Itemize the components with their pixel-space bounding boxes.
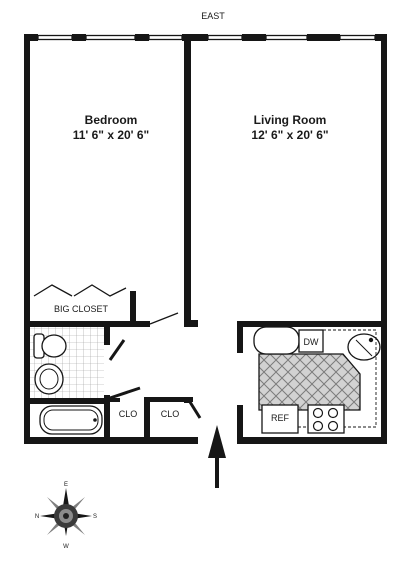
entrance-arrow-icon [208,425,226,488]
refrigerator [261,404,299,434]
toilet-icon [33,333,67,359]
sink-icon [34,363,64,395]
living-room-size: 12' 6" x 20' 6" [251,128,328,142]
stove-icon [307,404,345,434]
kitchen-sink-icon [347,333,381,361]
compass-icon [40,488,92,536]
doors [108,312,202,419]
kitchen [253,326,381,434]
dishwasher-label: DW [304,337,319,347]
big-closet-label: BIG CLOSET [54,304,109,314]
living-room-name: Living Room [254,113,327,127]
dishwasher [298,329,324,353]
bathroom [30,327,104,435]
compass-north-label: E [64,482,68,488]
closet-label: CLO [161,409,180,419]
closet-label: CLO [119,409,138,419]
refrigerator-label: REF [271,413,290,423]
compass-west-label: N [35,514,39,520]
bedroom-size: 11' 6" x 20' 6" [73,128,149,142]
bathtub-icon [39,405,103,435]
compass-east-label: S [93,514,97,520]
orientation-label: EAST [201,11,225,21]
exterior-walls [24,34,387,444]
closet-rods [33,284,127,297]
compass-south-label: W [63,544,69,550]
interior-walls [30,41,387,444]
bedroom-name: Bedroom [85,113,138,127]
windows [37,34,376,41]
